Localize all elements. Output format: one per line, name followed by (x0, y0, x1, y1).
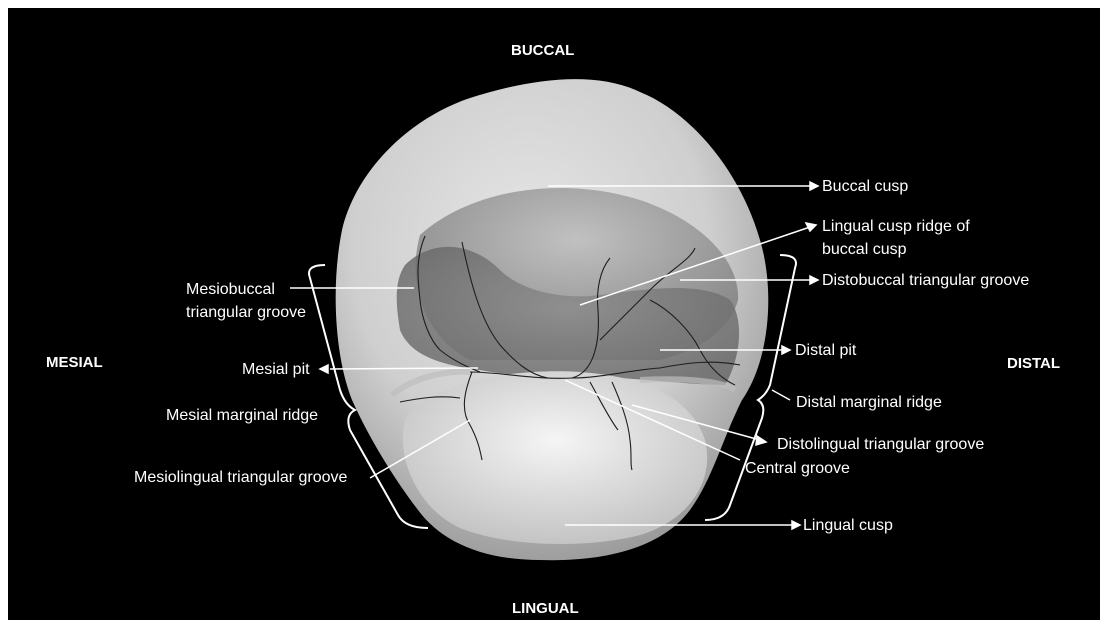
label-lingual-cusp-ridge-line2: buccal cusp (822, 240, 907, 259)
label-mesiobuccal-line2: triangular groove (186, 303, 306, 322)
label-mesial-marginal-ridge: Mesial marginal ridge (166, 406, 318, 425)
label-central-groove: Central groove (745, 459, 850, 478)
label-lingual-cusp: Lingual cusp (803, 516, 893, 535)
direction-buccal: BUCCAL (511, 42, 574, 59)
direction-lingual: LINGUAL (512, 600, 579, 617)
label-distal-pit: Distal pit (795, 341, 856, 360)
label-mesial-pit: Mesial pit (242, 360, 310, 379)
direction-mesial: MESIAL (46, 354, 103, 371)
direction-distal: DISTAL (1007, 355, 1060, 372)
label-mesiolingual-triangular-groove: Mesiolingual triangular groove (134, 468, 347, 487)
label-distobuccal-triangular-groove: Distobuccal triangular groove (822, 271, 1029, 290)
label-distolingual-triangular-groove: Distolingual triangular groove (777, 435, 984, 454)
label-distal-marginal-ridge: Distal marginal ridge (796, 393, 942, 412)
label-mesiobuccal-line1: Mesiobuccal (186, 280, 275, 299)
label-lingual-cusp-ridge-line1: Lingual cusp ridge of (822, 217, 970, 236)
label-buccal-cusp: Buccal cusp (822, 177, 908, 196)
